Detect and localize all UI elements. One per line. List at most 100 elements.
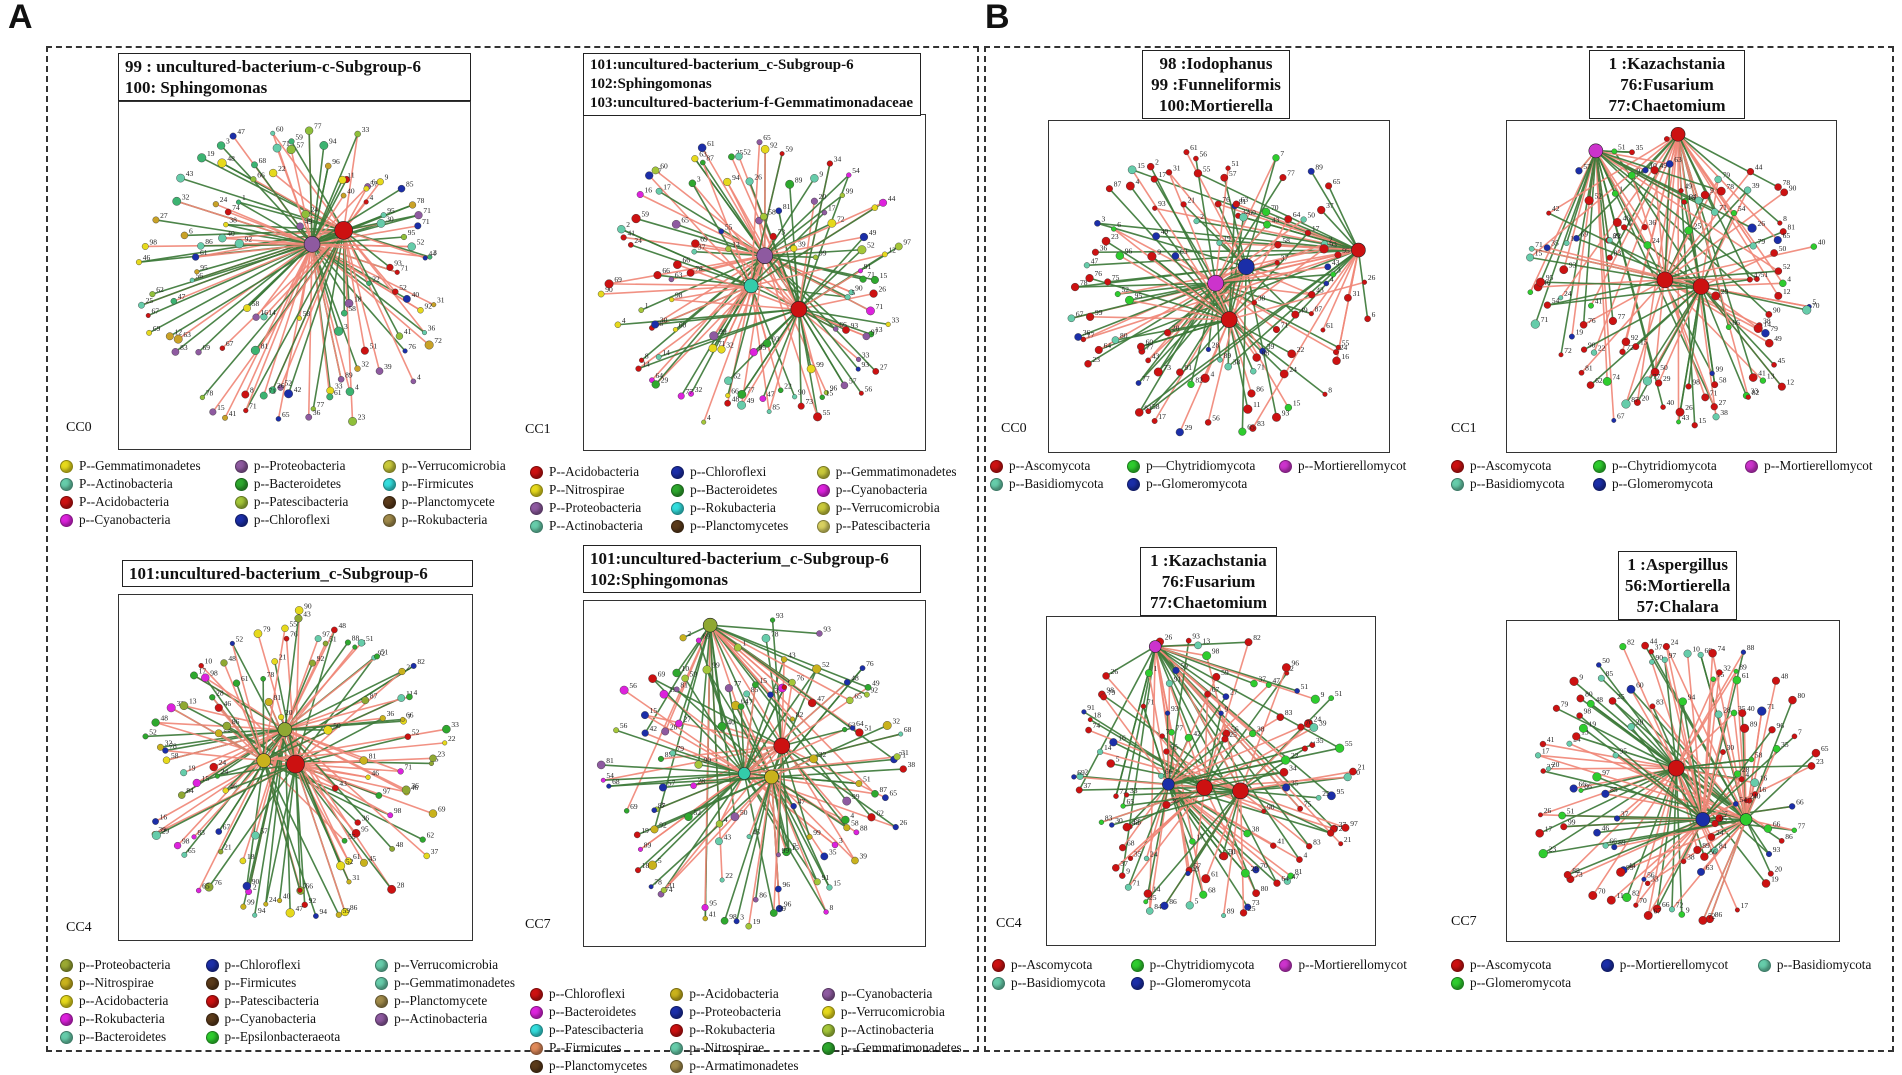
network-node	[341, 310, 347, 316]
network-node-label: 77	[734, 679, 742, 688]
network-title-line: 77:Chaetomium	[1596, 95, 1738, 116]
network-node-label: 40	[1747, 704, 1755, 713]
network-node	[325, 163, 331, 169]
network-node-label: 43	[1191, 864, 1199, 873]
legend-color-dot	[670, 1024, 683, 1037]
network-node	[770, 233, 777, 240]
network-node	[171, 298, 177, 304]
legend-label: p--Nitrospirae	[689, 1040, 764, 1056]
network-node	[1682, 199, 1687, 204]
network-node	[673, 327, 678, 332]
network-node	[166, 333, 173, 340]
network-node	[1802, 306, 1811, 315]
network-title-line: 101:uncultured-bacterium_c-Subgroup-6	[590, 56, 914, 75]
legend-item: p--Chloroflexi	[530, 985, 660, 1003]
legend-label: p--Proteobacteria	[254, 458, 346, 474]
network-node	[1146, 907, 1153, 914]
network-node-label: 47	[237, 127, 245, 136]
network-node-label: 70	[1598, 886, 1606, 895]
network-node-label: 21	[1344, 835, 1352, 844]
network-node	[377, 178, 384, 185]
network-node	[636, 366, 642, 372]
network-node	[790, 717, 794, 721]
legend-color-dot	[60, 995, 73, 1008]
network-node-label: 84	[1719, 841, 1727, 850]
network-node	[859, 391, 863, 395]
network-node-label: 24	[221, 767, 229, 776]
network-node	[210, 409, 217, 416]
network-node	[720, 878, 724, 882]
network-node-label: 71	[1535, 240, 1543, 249]
network-node-label: 25	[1617, 692, 1625, 701]
network-node	[1613, 218, 1621, 226]
network-node	[691, 783, 697, 789]
network-node-label: 56	[629, 681, 637, 690]
network-node-label: 28	[1742, 765, 1750, 774]
network-node-label: 56	[865, 384, 873, 393]
network-node-label: 51	[1231, 159, 1239, 168]
network-node	[621, 235, 627, 241]
network-node-label: 71	[1767, 702, 1775, 711]
network-node-label: 82	[1627, 638, 1635, 647]
legend-color-dot	[530, 1024, 543, 1037]
network-hub-node	[1589, 144, 1603, 158]
network-node-label: 45	[752, 828, 760, 837]
network-node	[417, 307, 423, 313]
network-node-label: 11	[1617, 891, 1624, 900]
network-node-label: 3	[1337, 265, 1341, 274]
network-node-label: 4	[724, 815, 728, 824]
network-node	[776, 853, 780, 857]
network-node-label: 1	[242, 193, 246, 202]
network-node-label: 83	[1285, 708, 1293, 717]
network-node-label: 50	[1602, 656, 1610, 665]
network-node-label: 54	[852, 166, 860, 175]
network-node	[1609, 697, 1616, 704]
network-node	[743, 691, 749, 697]
network-hub-node	[304, 236, 320, 252]
network-node	[1536, 278, 1545, 287]
legend-label: p--Chloroflexi	[549, 986, 625, 1002]
network-node-label: 47	[1754, 271, 1762, 280]
network-node-label: 99	[816, 360, 824, 369]
network-node-label: 8	[250, 386, 254, 395]
network-node	[845, 294, 851, 300]
legend-item: p--Bacteroidetes	[235, 475, 373, 493]
network-node	[1539, 849, 1548, 858]
network-node	[1774, 236, 1782, 244]
network-node	[1273, 326, 1280, 333]
legend-color-dot	[671, 466, 684, 479]
network-node	[289, 139, 295, 145]
network-node-label: 95	[1619, 746, 1627, 755]
network-node-label: 94	[320, 907, 328, 916]
network-node-label: 63	[1241, 195, 1249, 204]
network-node	[411, 379, 416, 384]
network-node	[193, 779, 201, 787]
network-node	[1331, 272, 1336, 277]
legend-item: p--Firmicutes	[383, 475, 530, 493]
network-node-label: 65	[1783, 231, 1791, 240]
network-node-label: 33	[362, 125, 370, 134]
network-hub-node	[1696, 812, 1710, 826]
network-node	[1612, 190, 1618, 196]
panel-a-letter: A	[8, 0, 33, 37]
network-node	[1316, 795, 1321, 800]
legend-label: p--Mortierellomycot	[1620, 957, 1728, 973]
network-node	[871, 790, 878, 797]
network-node	[236, 200, 241, 205]
network-node-label: 20	[819, 192, 827, 201]
network-node-label: 92	[871, 686, 879, 695]
network-node	[1123, 823, 1131, 831]
network-node	[265, 698, 273, 706]
legend-label: p--Bacteroidetes	[79, 1029, 166, 1045]
network-node	[1746, 395, 1751, 400]
network-node	[1342, 824, 1350, 832]
network-node-label: 52	[1594, 191, 1602, 200]
network-node	[642, 730, 649, 737]
network-node-label: 5	[1116, 755, 1120, 764]
network-node-label: 43	[1132, 818, 1140, 827]
network-node	[1664, 136, 1669, 141]
network-node-label: 62	[1595, 376, 1603, 385]
network-node	[366, 775, 371, 780]
legend-label: p--Epsilonbacteraeota	[225, 1029, 341, 1045]
network-node	[1546, 211, 1551, 216]
